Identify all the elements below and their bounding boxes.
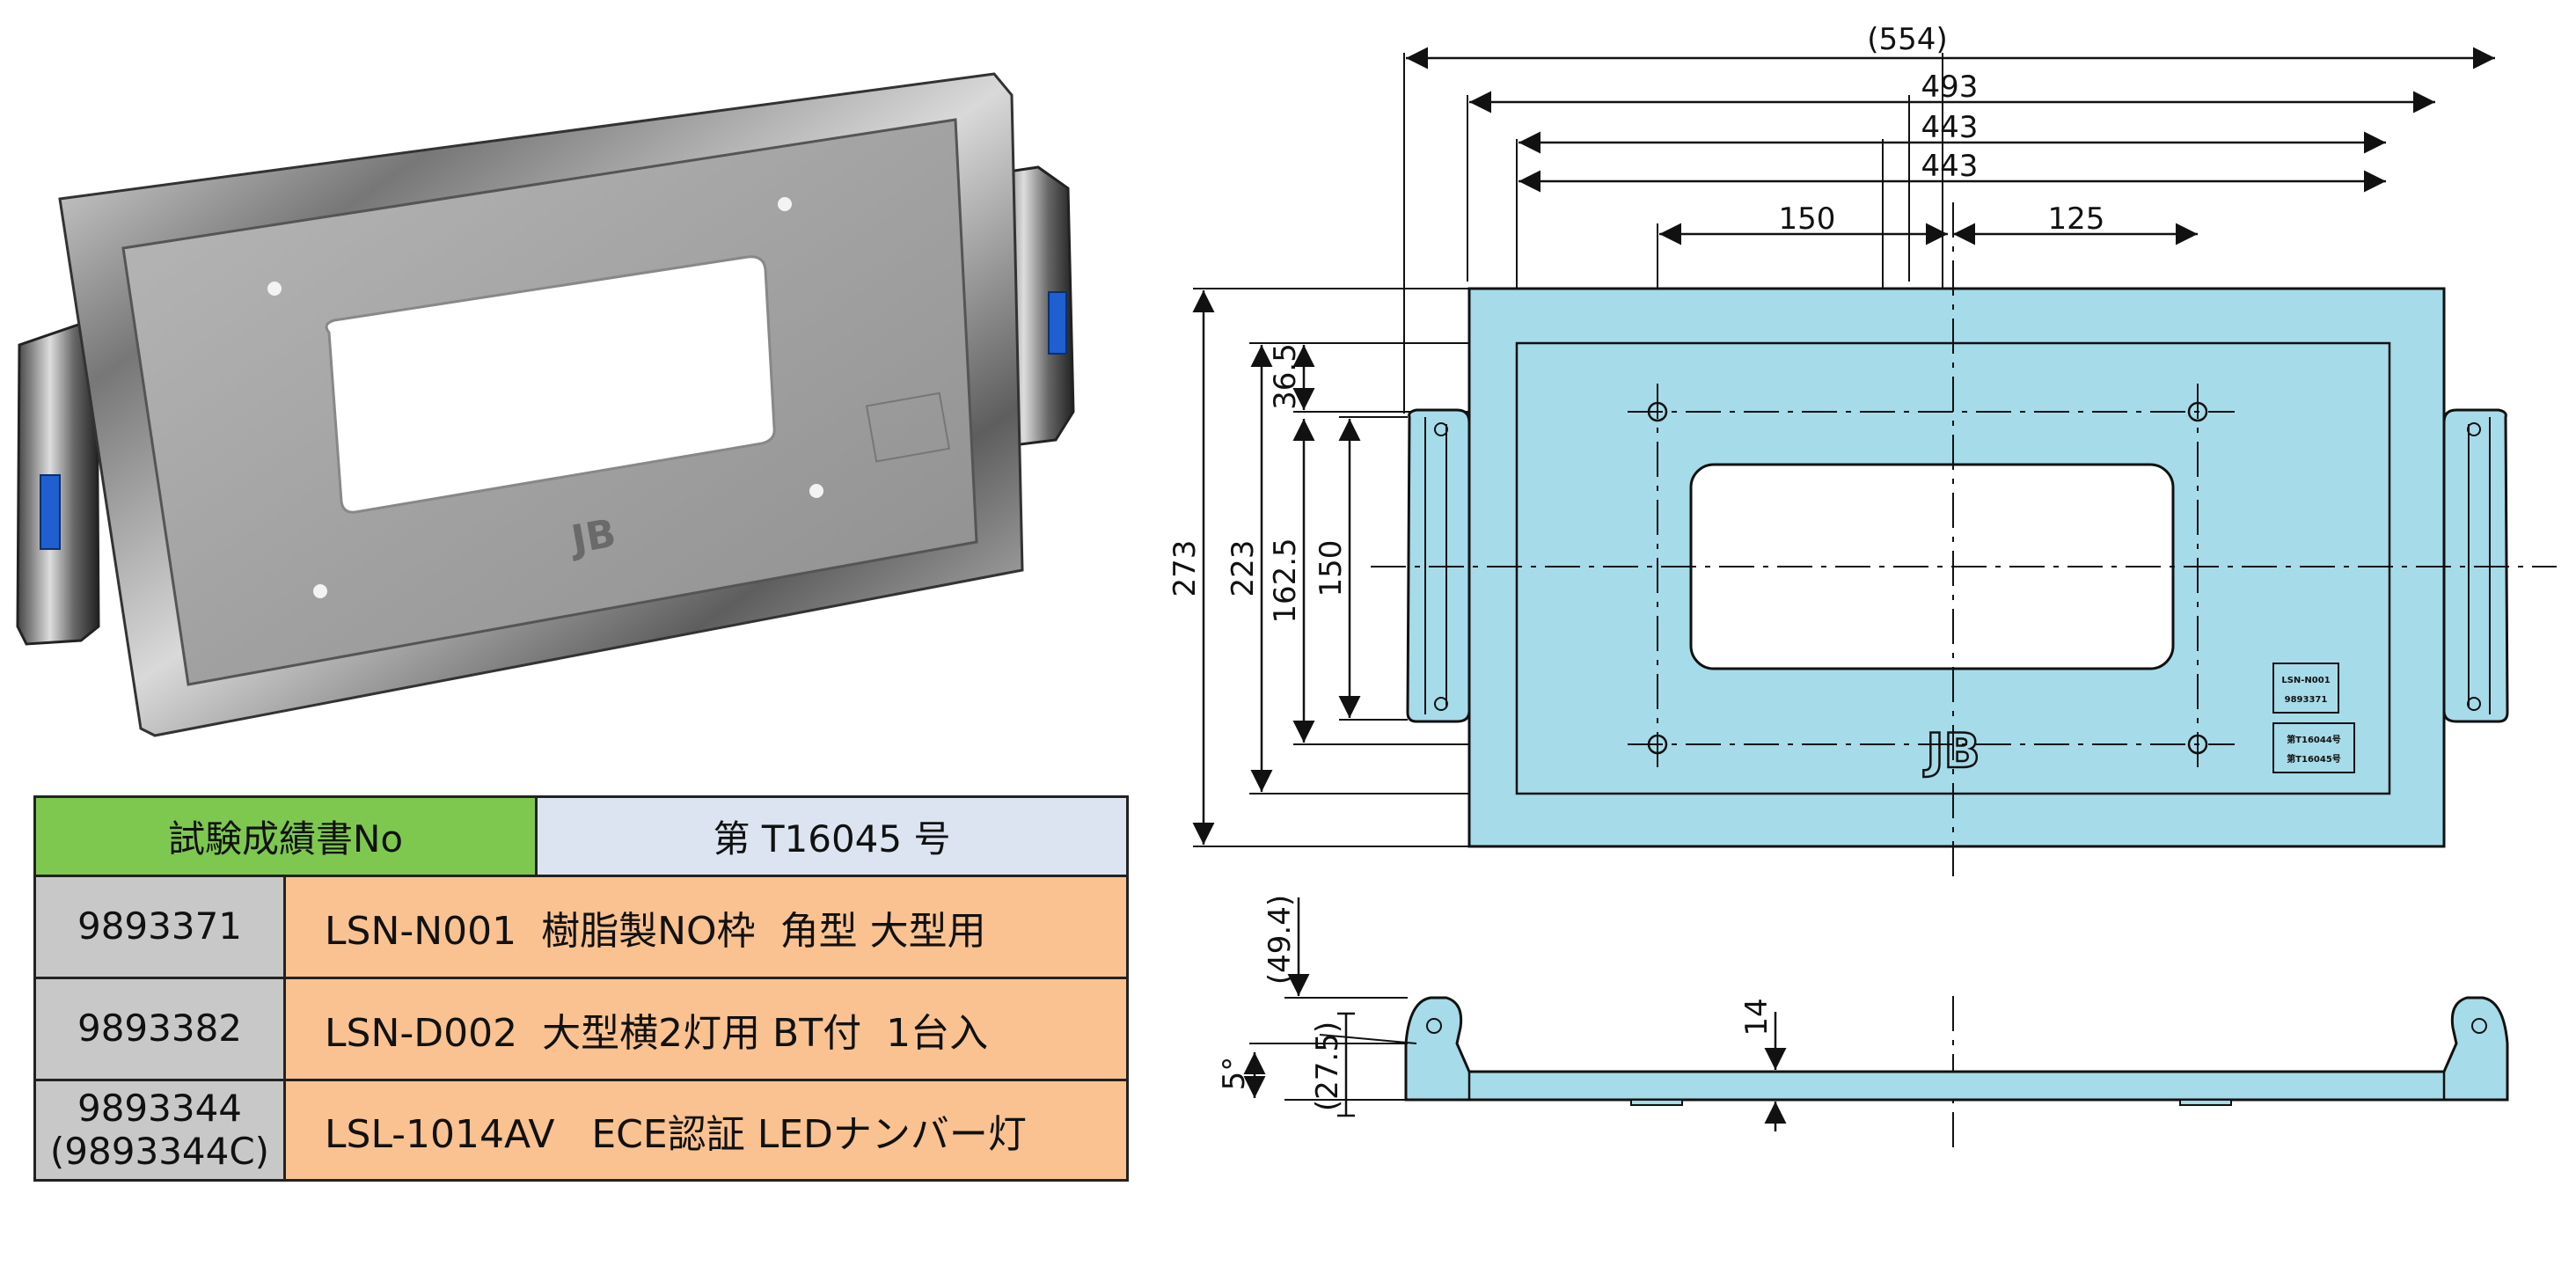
dim-443-outer: 443 xyxy=(1921,110,1979,145)
dim-554: (554) xyxy=(1867,22,1947,57)
product-description: LSN-D002 大型横2灯用 BT付 1台入 xyxy=(283,977,1129,1081)
drawing-logo: JB xyxy=(1922,723,1980,779)
product-description: LSN-N001 樹脂製NO枠 角型 大型用 xyxy=(283,875,1129,979)
window-cutout xyxy=(325,255,776,514)
dim-223: 223 xyxy=(1226,540,1261,597)
product-code-alt: (9893344C) xyxy=(49,1129,270,1173)
dim-27-5: (27.5) xyxy=(1310,1021,1345,1111)
product-code: 9893344 xyxy=(77,1087,243,1131)
side-view xyxy=(1404,996,2509,1106)
model-label-box xyxy=(2272,663,2339,714)
stamp-box xyxy=(2272,722,2355,773)
dim-150-horizontal: 150 xyxy=(1779,201,1836,237)
dim-150-vertical: 150 xyxy=(1314,540,1349,597)
test-report-number: 第 T16045 号 xyxy=(535,795,1129,877)
dim-443-inner: 443 xyxy=(1921,149,1979,184)
stamp-2: 第T16045号 xyxy=(2287,753,2341,765)
dim-125: 125 xyxy=(2048,201,2105,237)
table-row: 9893371 LSN-N001 樹脂製NO枠 角型 大型用 xyxy=(33,875,1129,979)
left-bracket xyxy=(16,322,100,646)
model-label-1: LSN-N001 xyxy=(2281,676,2330,685)
test-report-label: 試験成績書No xyxy=(33,795,538,877)
dim-5-deg: 5° xyxy=(1217,1057,1252,1091)
dim-493: 493 xyxy=(1921,70,1979,105)
dim-162-5: 162.5 xyxy=(1268,538,1303,623)
product-code: 9893371 xyxy=(33,875,286,979)
dim-49-4: (49.4) xyxy=(1262,895,1298,985)
spec-table: 試験成績書No 第 T16045 号 9893371 LSN-N001 樹脂製N… xyxy=(33,795,1129,1182)
dim-14: 14 xyxy=(1739,998,1775,1036)
dim-36-5: 36.5 xyxy=(1268,343,1303,410)
product-description: LSL-1014AV ECE認証 LEDナンバー灯 xyxy=(283,1079,1129,1182)
table-row: 9893382 LSN-D002 大型横2灯用 BT付 1台入 xyxy=(33,977,1129,1081)
table-row: 9893344 (9893344C) LSL-1014AV ECE認証 LEDナ… xyxy=(33,1079,1129,1182)
product-code: 9893382 xyxy=(33,977,286,1081)
table-header-row: 試験成績書No 第 T16045 号 xyxy=(33,795,1129,877)
technical-drawing: (554) 493 443 443 150 125 273 223 162.5 … xyxy=(1167,22,2557,1153)
photo-logo: JB xyxy=(566,511,619,563)
product-photo: JB xyxy=(16,72,1075,737)
model-label-2: 9893371 xyxy=(2285,695,2328,705)
stamp-1: 第T16044号 xyxy=(2287,734,2341,745)
dim-273: 273 xyxy=(1167,540,1203,597)
product-code-cell: 9893344 (9893344C) xyxy=(33,1079,286,1182)
